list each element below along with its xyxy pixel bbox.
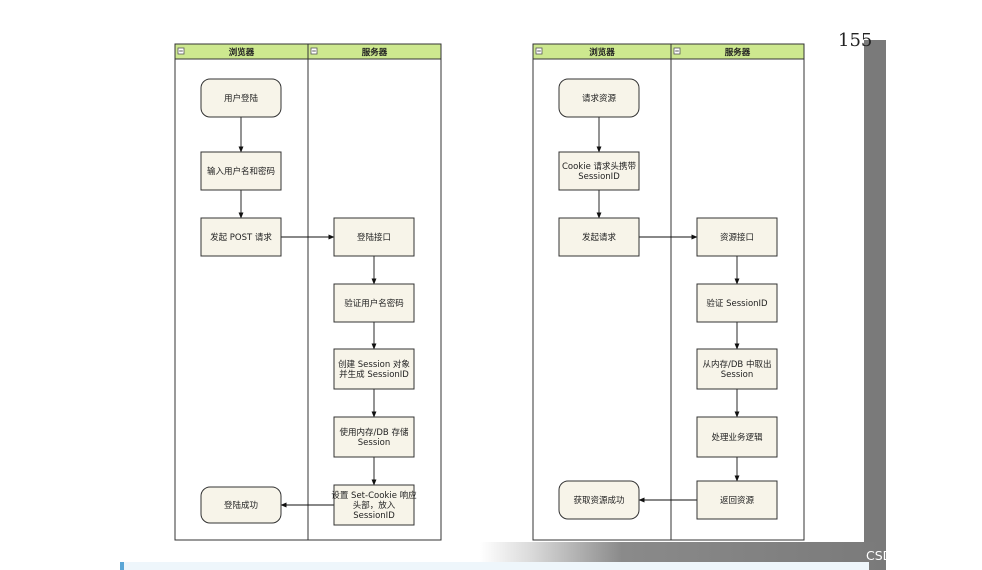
flow-node-box xyxy=(333,484,415,526)
flow-node-label: 并生成 SessionID xyxy=(339,369,409,380)
lane-header xyxy=(307,43,442,60)
lane-header xyxy=(670,43,805,60)
flow-node-l-verify-credentials: 验证用户名密码 xyxy=(333,283,415,323)
collapse-toggle-icon[interactable] xyxy=(177,47,185,55)
flow-node-label: 登陆成功 xyxy=(224,500,258,511)
flow-node-label: 返回资源 xyxy=(720,495,755,506)
flow-node-label: 输入用户名和密码 xyxy=(207,166,275,177)
flow-node-box xyxy=(200,486,282,524)
flow-node-box xyxy=(333,283,415,323)
flow-node-label: Session xyxy=(358,438,390,448)
collapse-toggle-icon[interactable] xyxy=(673,47,681,55)
flow-node-label: 验证 SessionID xyxy=(706,298,768,309)
flow-node-box xyxy=(558,78,640,118)
flow-node-r-request-resource: 请求资源 xyxy=(558,78,640,118)
flow-node-box xyxy=(696,348,778,390)
flow-node-box xyxy=(333,217,415,257)
bottom-strip xyxy=(120,562,869,570)
flow-node-label: SessionID xyxy=(578,172,620,182)
flow-node-l-login-api: 登陆接口 xyxy=(333,217,415,257)
page-shadow-right xyxy=(864,40,886,570)
flow-node-l-send-post: 发起 POST 请求 xyxy=(200,217,282,257)
lane-title: 浏览器 xyxy=(229,47,255,58)
flow-node-box xyxy=(200,151,282,191)
flow-node-r-business-logic: 处理业务逻辑 xyxy=(696,416,778,458)
flow-node-box xyxy=(558,151,640,191)
flow-node-label: 头部，放入 xyxy=(353,500,396,511)
flow-node-label: 用户登陆 xyxy=(224,93,259,104)
flow-node-box xyxy=(200,78,282,118)
collapse-toggle-icon[interactable] xyxy=(310,47,318,55)
flow-node-label: 资源接口 xyxy=(720,232,754,243)
flow-node-box xyxy=(696,283,778,323)
flow-node-label: 创建 Session 对象 xyxy=(338,359,410,370)
flow-node-l-input-credentials: 输入用户名和密码 xyxy=(200,151,282,191)
flow-node-r-send-request: 发起请求 xyxy=(558,217,640,257)
flow-node-r-get-resource-success: 获取资源成功 xyxy=(558,480,640,520)
collapse-toggle-icon[interactable] xyxy=(535,47,543,55)
flow-node-r-return-resource: 返回资源 xyxy=(696,480,778,520)
flow-node-l-login-success: 登陆成功 xyxy=(200,486,282,524)
flow-node-label: 发起 POST 请求 xyxy=(210,232,272,243)
flow-node-label: 验证用户名密码 xyxy=(344,298,404,309)
flow-node-box xyxy=(558,217,640,257)
flow-node-label: 发起请求 xyxy=(582,232,617,243)
flow-node-label: 获取资源成功 xyxy=(573,495,624,506)
flow-node-box xyxy=(200,217,282,257)
flow-node-label: 设置 Set-Cookie 响应 xyxy=(331,490,417,501)
lane-server: 服务器 xyxy=(670,43,805,541)
flow-node-label: SessionID xyxy=(353,511,395,521)
flow-node-label: 处理业务逻辑 xyxy=(711,432,763,443)
swimlane-diagram-login: 浏览器服务器用户登陆输入用户名和密码发起 POST 请求登陆接口验证用户名密码创… xyxy=(174,43,442,541)
flow-node-box xyxy=(696,416,778,458)
flow-node-box xyxy=(558,480,640,520)
flow-node-label: Session xyxy=(721,370,753,380)
flow-node-box xyxy=(333,348,415,390)
lane-title: 服务器 xyxy=(725,47,751,58)
flow-node-label: 使用内存/DB 存储 xyxy=(340,427,409,438)
flow-node-box xyxy=(696,480,778,520)
flow-node-box xyxy=(696,217,778,257)
flow-node-r-resource-api: 资源接口 xyxy=(696,217,778,257)
flow-node-label: Cookie 请求头携带 xyxy=(562,161,637,172)
lane-server: 服务器 xyxy=(307,43,442,541)
flow-node-label: 请求资源 xyxy=(582,93,617,104)
flow-node-label: 登陆接口 xyxy=(357,232,391,243)
watermark: CSDN @晓拾柒 xyxy=(866,548,956,563)
lane-title: 服务器 xyxy=(362,47,388,58)
flow-node-box xyxy=(333,416,415,458)
flow-node-r-verify-sessionid: 验证 SessionID xyxy=(696,283,778,323)
lane-title: 浏览器 xyxy=(589,47,615,58)
flow-node-l-user-login: 用户登陆 xyxy=(200,78,282,118)
page-number: 155 xyxy=(838,30,873,51)
flow-node-label: 从内存/DB 中取出 xyxy=(703,359,772,370)
